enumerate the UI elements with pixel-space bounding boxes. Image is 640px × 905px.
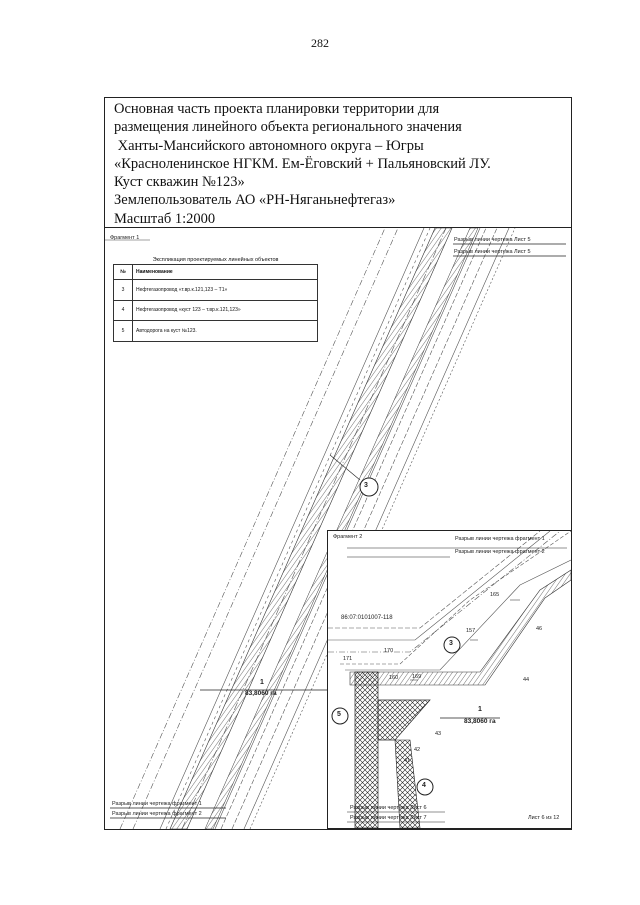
- title-line: размещения линейного объекта регионально…: [114, 119, 462, 136]
- break-label: Разрыв линии чертежа Лист 6: [350, 805, 427, 811]
- break-label: Разрыв линии чертежа фрагмент 2: [112, 811, 202, 817]
- point-label: 171: [343, 656, 353, 662]
- callout-3: [359, 477, 379, 497]
- callout-4: [416, 778, 434, 796]
- break-label: Разрыв линии чертежа Лист 5: [454, 237, 531, 243]
- point-label: 42: [414, 747, 421, 753]
- sheet-number: Лист 6 из 12: [528, 815, 560, 821]
- point-label: 44: [523, 677, 530, 683]
- title-line: Основная часть проекта планировки террит…: [114, 101, 440, 117]
- point-label: 169: [412, 674, 422, 680]
- fragment2-inset: [327, 530, 572, 829]
- point-label: 43: [435, 731, 442, 737]
- table-row: 5 Автодорога на куст №123.: [113, 320, 318, 342]
- callout-5: [331, 707, 349, 725]
- point-label: 170: [384, 648, 394, 654]
- drawing-frame: [104, 97, 572, 830]
- plot-number: 1: [260, 679, 264, 686]
- title-line: Ханты-Мансийского автономного округа – Ю…: [114, 137, 424, 154]
- legend-caption: Экспликация проектируемых линейных объек…: [152, 257, 279, 263]
- callout-label: 3: [449, 640, 453, 647]
- callout-label: 4: [422, 782, 426, 789]
- point-label: 46: [536, 626, 543, 632]
- scale-line: Масштаб 1:2000: [114, 210, 216, 227]
- fragment1-lines: [105, 228, 516, 829]
- title-block: Основная часть проекта планировки террит…: [114, 100, 564, 228]
- point-label: 160: [389, 675, 399, 681]
- title-line: Землепользователь АО «РН-Няганьнефтегаз»: [114, 192, 396, 209]
- callout-label: 5: [337, 711, 341, 718]
- point-label: 165: [490, 592, 500, 598]
- point-label: 41: [404, 758, 411, 764]
- plot-number: 1: [478, 706, 482, 713]
- callout-3: [443, 636, 461, 654]
- fragment2-label: Фрагмент 2: [333, 534, 363, 540]
- plot-area: 83,8060 га: [464, 718, 496, 725]
- point-label: 157: [466, 628, 476, 634]
- callout-label: 3: [364, 482, 368, 489]
- title-divider: [105, 227, 571, 228]
- break-label: Разрыв линии чертежа Лист 7: [350, 815, 427, 821]
- title-line: «Красноленинское НГКМ. Ем-Ёговский + Пал…: [114, 155, 491, 172]
- break-label: Разрыв линии чертежа фрагмент 2: [455, 549, 545, 555]
- legend-table: Экспликация проектируемых линейных объек…: [113, 257, 318, 342]
- break-label: Разрыв линии чертежа фрагмент 1: [455, 536, 545, 542]
- legend-header-name: Наименование: [132, 264, 318, 280]
- title-line: Куст скважин №123»: [114, 174, 245, 191]
- cadastral-number: 86:07:0101007-118: [341, 615, 393, 621]
- page-number: 282: [311, 36, 329, 50]
- break-label: Разрыв линии чертежа фрагмент 1: [112, 801, 202, 807]
- plot-area: 83,8060 га: [245, 690, 277, 697]
- break-label: Разрыв линии чертежа Лист 5: [454, 249, 531, 255]
- fragment1-label: Фрагмент 1: [110, 235, 140, 241]
